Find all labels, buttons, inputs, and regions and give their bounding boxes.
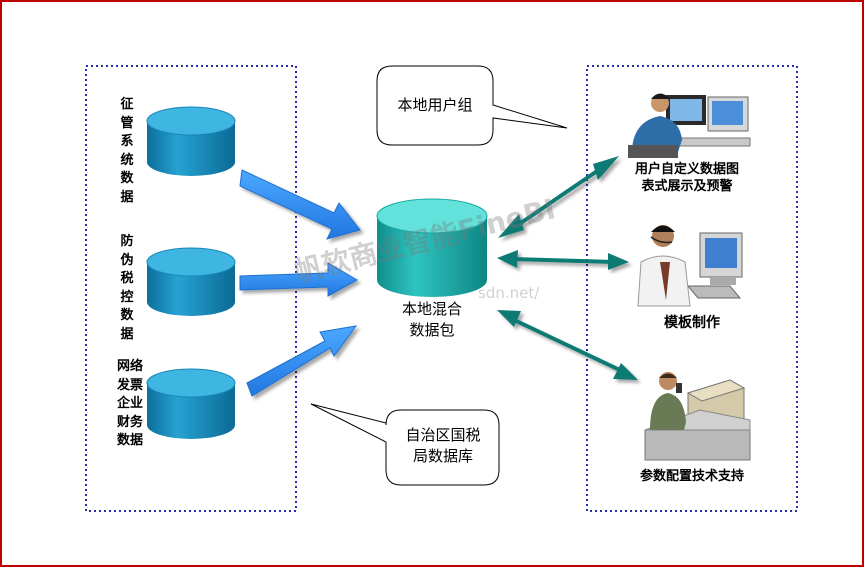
left-source-group: [85, 65, 297, 512]
callout-text-bottom-line2: 局数据库: [412, 447, 473, 465]
target-label-custom-charts-line1: 用户自定义数据图: [634, 162, 739, 177]
target-label-template: 模板制作: [664, 315, 720, 331]
target-label-support: 参数配置技术支持: [639, 469, 744, 484]
arrow-source3-to-center: [246, 325, 358, 397]
user-on-phone-icon: [644, 372, 751, 461]
target-label-custom-charts: 用户自定义数据图 表式展示及预警: [612, 161, 762, 195]
arrow-source1-to-center: [239, 169, 361, 240]
callout-bubble-bottom: [310, 403, 500, 486]
callout-bubble-top: [376, 65, 568, 146]
database-cylinder-3: [146, 368, 236, 439]
user-at-workstation-icon: [628, 93, 751, 158]
center-label-line2: 数据包: [409, 321, 455, 339]
arrow-center-to-template-user: [497, 250, 629, 270]
target-label-custom-charts-line2: 表式展示及预警: [641, 179, 733, 194]
right-target-group: [586, 65, 798, 512]
center-label-line1: 本地混合: [401, 300, 462, 318]
arrow-center-to-dashboard-user: [498, 156, 619, 238]
database-cylinder-2: [146, 247, 236, 316]
center-label: 本地混合 数据包: [387, 299, 477, 341]
central-data-package-cylinder: [376, 198, 488, 297]
source-label-invoice-finance-data: 网络发票企业财务数据: [116, 359, 143, 448]
arrow-source2-to-center: [239, 262, 359, 297]
callout-text-bottom: 自治区国税 局数据库: [392, 425, 494, 467]
callout-text-bottom-line1: 自治区国税: [405, 426, 481, 444]
source-label-collection-data: 征管系统数据: [120, 97, 134, 205]
database-cylinder-1: [146, 106, 236, 176]
user-with-headset-icon: [637, 225, 743, 307]
arrow-center-to-support-user: [497, 310, 638, 380]
source-label-anti-counterfeit-data: 防伪税控数据: [120, 234, 134, 342]
callout-text-top: 本地用户组: [397, 96, 473, 114]
